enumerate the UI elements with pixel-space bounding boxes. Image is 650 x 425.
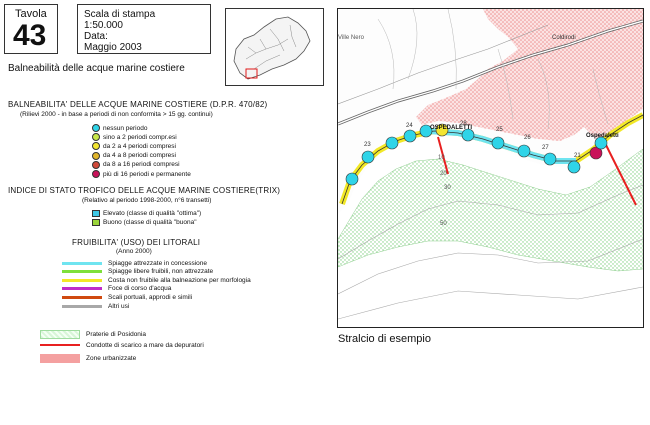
station-number: 23 xyxy=(364,142,371,148)
map-frame: Coldirodi OSPEDALETTI Ospedaletti Ville … xyxy=(337,8,644,328)
legend-line-swatch xyxy=(62,261,102,265)
tavola-number: 43 xyxy=(13,19,47,52)
place-label-ospedaletti: OSPEDALETTI xyxy=(430,125,472,131)
trix-title: INDICE DI STATO TROFICO DELLE ACQUE MARI… xyxy=(8,186,281,195)
legend-line-swatch xyxy=(62,304,102,308)
station-number: 27 xyxy=(542,145,549,151)
legend-item-label: da 8 a 16 periodi compresi xyxy=(103,161,180,169)
depth-label: 20 xyxy=(440,171,447,177)
legend-item-label: Altri usi xyxy=(108,302,130,310)
legend-item-label: Zone urbanizzate xyxy=(86,354,137,362)
legend-item: più di 16 periodi e permanente xyxy=(92,170,191,178)
legend-line-swatch xyxy=(62,295,102,299)
legend-dot-swatch xyxy=(92,142,100,151)
station-markers xyxy=(345,123,608,186)
legend-line-swatch xyxy=(62,287,102,291)
legend-item-label: più di 16 periodi e permanente xyxy=(103,170,191,178)
fruibilita-subtitle: (Anno 2000) xyxy=(116,248,152,255)
locator-map xyxy=(225,8,324,86)
legend-item-label: da 4 a 8 periodi compresi xyxy=(103,152,176,160)
legend-posidonia-swatch xyxy=(40,329,80,339)
legend-item-label: Foce di corso d'acqua xyxy=(108,285,172,293)
legend-line-swatch xyxy=(62,270,102,274)
place-label-coldirodi: Coldirodi xyxy=(552,35,576,41)
legend-item: Condotte di scarico a mare da depuratori xyxy=(40,341,204,349)
date-label: Data: xyxy=(84,31,108,42)
legend-item: Buono (classe di qualità "buona" xyxy=(92,218,197,226)
depth-label: 50 xyxy=(440,221,447,227)
station-number: 25 xyxy=(496,127,503,133)
legend-item: Altri usi xyxy=(62,302,129,310)
date-value: Maggio 2003 xyxy=(84,42,142,53)
legend-item: Foce di corso d'acqua xyxy=(62,285,171,293)
legend-dot-swatch xyxy=(92,160,100,169)
legend-item: Scali portuali, approdi e simili xyxy=(62,293,192,301)
tavola-box: Tavola 43 xyxy=(4,4,58,54)
page-subtitle: Balneabilità delle acque marine costiere xyxy=(8,63,185,74)
scale-value: 1:50.000 xyxy=(84,20,123,31)
legend-item-label: Spiagge libere fruibili, non attrezzate xyxy=(108,268,214,276)
depth-label: 30 xyxy=(444,185,451,191)
legend-item-label: Praterie di Posidonia xyxy=(86,330,146,338)
legend-item: Spiagge libere fruibili, non attrezzate xyxy=(62,268,213,276)
locator-map-graphic xyxy=(233,16,311,80)
legend-item-label: Spiagge attrezzate in concessione xyxy=(108,259,208,267)
station-number: 26 xyxy=(524,135,531,141)
legend-item: da 4 a 8 periodi compresi xyxy=(92,151,176,160)
legend-square-swatch xyxy=(92,218,100,226)
legend-dot-swatch xyxy=(92,170,100,178)
legend-item-label: Costa non fruibile alla balneazione per … xyxy=(108,276,251,284)
legend-square-swatch xyxy=(92,209,100,217)
legend-item-label: Elevato (classe di qualità "ottima") xyxy=(103,209,202,217)
balneabilita-subtitle: (Rilievi 2000 - in base a periodi di non… xyxy=(20,111,213,118)
map-graphic: Coldirodi OSPEDALETTI Ospedaletti Ville … xyxy=(338,9,643,320)
trix-subtitle: (Relativo al periodo 1998-2000, n°6 tran… xyxy=(82,197,212,204)
legend-item: Elevato (classe di qualità "ottima") xyxy=(92,209,201,217)
legend-dot-swatch xyxy=(92,151,100,160)
legend-item-label: sino a 2 periodi compr.esi xyxy=(103,133,177,141)
legend-item: nessun periodo xyxy=(92,124,147,132)
legend-line-swatch xyxy=(40,344,80,346)
legend-item: da 8 a 16 periodi compresi xyxy=(92,160,180,169)
station-number: 21 xyxy=(574,153,581,159)
balneabilita-title: BALNEABILITA' DELLE ACQUE MARINE COSTIER… xyxy=(8,100,268,109)
scale-label: Scala di stampa xyxy=(84,9,156,20)
legend-item: da 2 a 4 periodi compresi xyxy=(92,142,176,151)
legend-item-label: nessun periodo xyxy=(103,124,148,132)
legend-dot-swatch xyxy=(92,133,100,142)
fruibilita-title: FRUIBILITA' (USO) DEI LITORALI xyxy=(72,238,201,247)
station-number: 24 xyxy=(406,123,413,129)
legend-item: sino a 2 periodi compr.esi xyxy=(92,133,177,142)
legend-item: Zone urbanizzate xyxy=(40,353,137,363)
place-label-ville-nero: Ville Nero xyxy=(338,35,365,41)
map-caption: Stralcio di esempio xyxy=(338,333,431,345)
tavola-label: Tavola xyxy=(15,8,47,20)
print-info-box: Scala di stampa 1:50.000 Data: Maggio 20… xyxy=(77,4,211,54)
legend-dot-swatch xyxy=(92,124,100,132)
legend-item-label: Scali portuali, approdi e simili xyxy=(108,293,193,301)
legend-item: Spiagge attrezzate in concessione xyxy=(62,259,207,267)
legend-urban-swatch xyxy=(40,353,80,363)
legend-line-swatch xyxy=(62,278,102,282)
legend-item-label: Condotte di scarico a mare da depuratori xyxy=(86,341,204,349)
legend-item-label: Buono (classe di qualità "buona" xyxy=(103,218,197,226)
place-label-ospedaletti-2: Ospedaletti xyxy=(586,133,619,139)
legend-item: Praterie di Posidonia xyxy=(40,329,146,339)
legend-item: Costa non fruibile alla balneazione per … xyxy=(62,276,251,284)
depth-label: 10 xyxy=(438,155,445,161)
legend-item-label: da 2 a 4 periodi compresi xyxy=(103,142,176,150)
station-number: 28 xyxy=(460,121,467,127)
